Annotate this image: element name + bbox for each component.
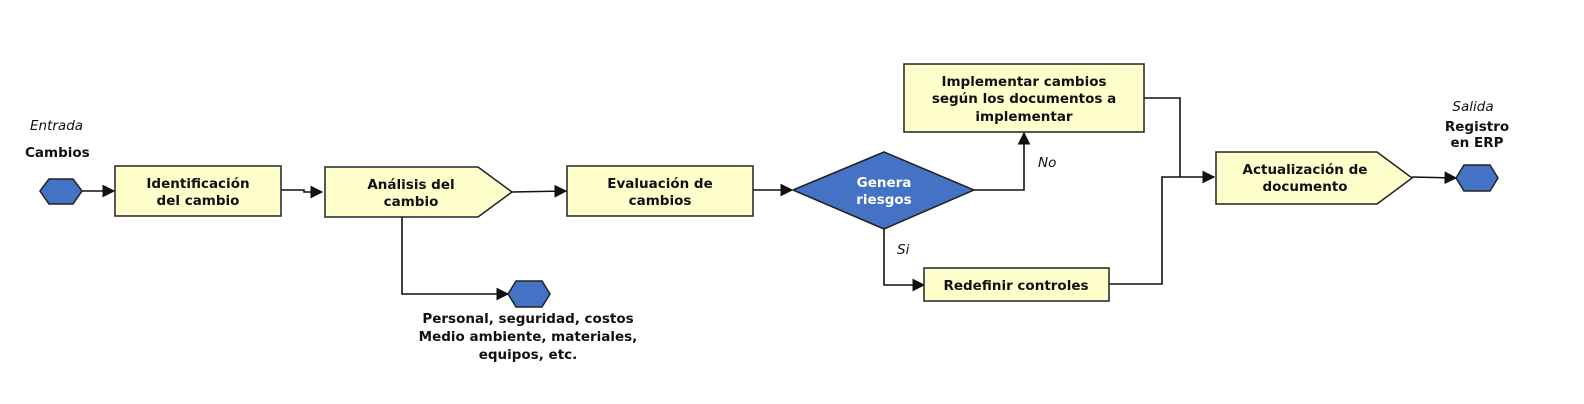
step-redefinir-box	[923, 267, 1110, 302]
step-analisis-shape	[324, 166, 514, 218]
step-redefinir-label: Redefinir controles	[943, 278, 1088, 294]
output-line1: Registro	[1445, 119, 1509, 135]
analysis-output-line3: equipos, etc.	[479, 347, 578, 363]
step-actualizacion-line1: Actualización de	[1243, 162, 1368, 178]
analysis-output-hexagon	[507, 280, 551, 308]
connectors	[82, 97, 1458, 301]
step-implementar-line3: implementar	[975, 109, 1073, 125]
step-identificacion-line2: del cambio	[157, 193, 240, 209]
arrow-implementar-to-actualizacion	[1144, 97, 1216, 184]
arrow-analisis-to-evaluacion	[511, 184, 568, 198]
branch-si-label: Si	[897, 242, 910, 258]
arrow-decision-si	[883, 228, 926, 292]
arrow-identificacion-to-analisis	[281, 185, 324, 199]
step-evaluacion-box	[566, 165, 754, 217]
branch-no-label: No	[1038, 155, 1056, 171]
decision-line2: riesgos	[856, 192, 911, 208]
step-evaluacion-line1: Evaluación de	[607, 176, 713, 192]
arrow-redefinir-to-actualizacion	[1109, 176, 1180, 285]
analysis-output-line1: Personal, seguridad, costos	[422, 311, 633, 327]
arrow-decision-no	[973, 131, 1031, 191]
end-terminal-hexagon	[1455, 164, 1499, 192]
step-identificacion-line1: Identificación	[146, 176, 249, 192]
step-actualizacion-shape	[1215, 151, 1414, 205]
step-implementar-line1: Implementar cambios	[941, 74, 1106, 90]
arrow-analisis-to-output	[401, 217, 510, 301]
arrow-actualizacion-to-end	[1411, 171, 1458, 185]
input-title: Entrada	[30, 118, 83, 134]
step-analisis-line1: Análisis del	[367, 177, 454, 193]
decision-diamond	[791, 151, 976, 230]
output-line2: en ERP	[1451, 135, 1504, 151]
output-title: Salida	[1452, 99, 1493, 115]
decision-line1: Genera	[857, 175, 912, 191]
input-name: Cambios	[25, 145, 90, 161]
step-evaluacion-line2: cambios	[629, 193, 692, 209]
start-terminal-hexagon	[39, 178, 83, 205]
step-actualizacion-line2: documento	[1262, 179, 1347, 195]
step-analisis-line2: cambio	[384, 194, 439, 210]
analysis-output-line2: Medio ambiente, materiales,	[419, 329, 638, 345]
step-identificacion-box	[114, 165, 282, 217]
step-implementar-line2: según los documentos a	[932, 91, 1116, 107]
step-implementar-box	[903, 63, 1145, 133]
